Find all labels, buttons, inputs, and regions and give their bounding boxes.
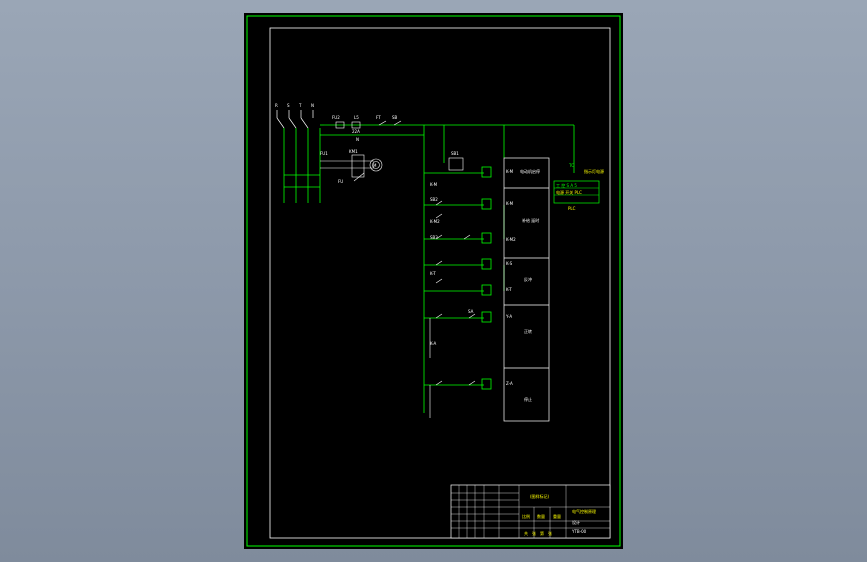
title-block-sheets-1: 张	[532, 530, 536, 536]
block-label-1: 电动机启停	[520, 168, 540, 174]
block-tag-6: Y-A	[505, 314, 512, 319]
title-block-stamp: (图样标记)	[530, 493, 550, 499]
top-line-devices	[335, 120, 402, 129]
contact-labels: SB1 K-M SB2 K-M2 SB3 K-T SA K-A	[430, 151, 474, 346]
title-block-weight-label: 重量	[553, 513, 561, 519]
block-label-5: 反冲	[524, 276, 532, 282]
title-block-scale-label: 比例	[522, 513, 530, 519]
power-bus	[276, 110, 314, 129]
block-tag-2: K-M	[506, 201, 514, 206]
indicator-panel-title: 指示灯电源	[584, 168, 604, 174]
bus-label-t: T	[298, 103, 302, 108]
relay-km1-box	[351, 154, 365, 178]
contact-label-8: K-A	[430, 341, 437, 346]
lamp-label: L5	[354, 115, 359, 120]
schematic-drawing: R S T N FU2	[246, 15, 621, 547]
contacts-column	[429, 157, 476, 418]
title-block-sheets-2: 张	[548, 530, 552, 536]
drawing-sheet: R S T N FU2	[244, 13, 623, 549]
fuse-rating-label: 22A	[352, 129, 360, 134]
block-label-2: 补给 延时	[522, 217, 539, 223]
motor-branch	[320, 154, 383, 182]
indicator-panel-row3: PLC	[568, 206, 576, 211]
outer-border	[246, 15, 621, 547]
block-label-6: 正转	[524, 328, 532, 334]
title-block-quantity-label: 数量	[537, 513, 545, 519]
title-block: (图样标记) 电气控制原理 设计 YTB-00 比例 数量 重量 共 张 第 张	[450, 484, 611, 539]
contact-label-4: K-M2	[430, 219, 440, 224]
block-tag-5: K-T	[506, 287, 512, 292]
timer-label: TC	[568, 163, 574, 168]
motor-switch-label: FU1	[320, 151, 328, 156]
control-top-line	[320, 124, 575, 413]
lamp-l5	[351, 121, 361, 129]
contact-label-1: SB1	[451, 151, 459, 156]
title-block-drawing-title: 电气控制原理	[572, 508, 596, 514]
block-label-7: 停止	[524, 396, 532, 402]
bus-vertical-wires	[283, 128, 321, 203]
switch-label: SB	[392, 115, 398, 120]
neutral-label: N	[356, 137, 359, 142]
indicator-panel-row1: 工 控 S A 5	[556, 182, 577, 188]
function-block-labels: K-M 电动机启停 K-M 补给 延时 K-M2 K-S K-T 反冲 Y-A …	[505, 168, 540, 402]
indicator-panel-row2: 电源 开关 PLC	[556, 189, 582, 195]
inner-border	[269, 27, 611, 539]
title-block-sheet-no: 第	[540, 530, 544, 536]
bus-label-r: R	[275, 103, 278, 108]
block-tag-7: Z-A	[506, 381, 513, 386]
title-block-total: 共	[524, 530, 528, 536]
block-tag-4: K-S	[506, 261, 513, 266]
motor-relay-label: KM1	[349, 149, 358, 154]
contact-label-3: SB2	[430, 197, 438, 202]
block-tag-3: K-M2	[506, 237, 516, 242]
indicator-panel: TC 指示灯电源 工 控 S A 5 电源 开关 PLC PLC	[553, 163, 604, 211]
motor-label: M	[373, 163, 377, 168]
bus-label-s: S	[287, 103, 290, 108]
block-tag-1: K-M	[506, 169, 514, 174]
contact-label-5: SB3	[430, 235, 438, 240]
contact-label-7: SA	[468, 309, 474, 314]
contact-label-2: K-M	[430, 182, 438, 187]
bus-labels: R S T N	[275, 103, 314, 108]
title-block-company: 设计	[572, 519, 580, 525]
fuse-fu2	[335, 121, 345, 129]
fuse-main-label: FU2	[332, 115, 340, 120]
function-block-frame	[503, 157, 550, 422]
bus-label-n: N	[311, 103, 314, 108]
contact-label-6: K-T	[430, 271, 436, 276]
motor-symbol	[369, 158, 383, 172]
title-block-drawing-no: YTB-00	[571, 529, 587, 534]
motor-terminal-label: FU	[338, 179, 343, 184]
thermal-label: FT	[376, 115, 381, 120]
coil-column	[481, 166, 492, 390]
